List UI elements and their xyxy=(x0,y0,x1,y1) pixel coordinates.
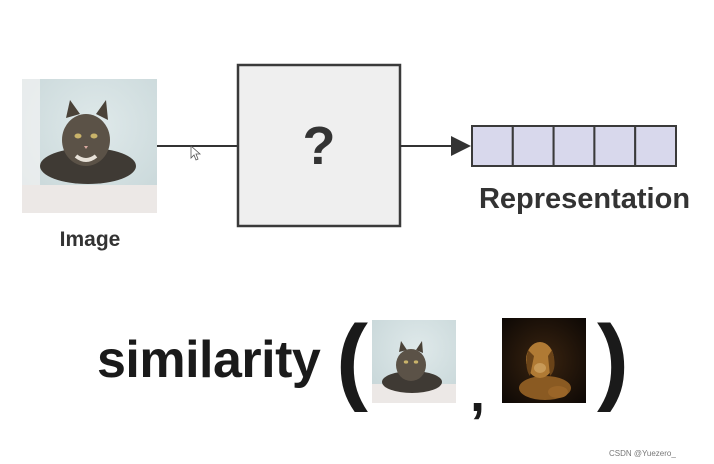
vector-cell-5 xyxy=(634,125,678,167)
mouse-cursor-icon xyxy=(190,145,202,161)
close-paren: ) xyxy=(597,306,629,413)
open-paren: ( xyxy=(336,306,368,413)
similarity-function-name: similarity xyxy=(97,331,321,389)
cat-image xyxy=(22,79,157,213)
model-unknown-symbol: ? xyxy=(302,115,336,176)
watermark: CSDN @Yuezero_ xyxy=(609,449,676,458)
vector-cell-4 xyxy=(593,125,637,167)
representation-label: Representation xyxy=(478,183,691,215)
image-label: Image xyxy=(59,228,121,251)
cat-thumbnail xyxy=(372,320,456,403)
vector-cell-2 xyxy=(511,125,555,167)
vector-cell-1 xyxy=(471,125,514,167)
model-box xyxy=(236,63,402,228)
representation-vector xyxy=(471,125,678,167)
vector-cell-3 xyxy=(552,125,596,167)
dog-thumbnail xyxy=(502,318,586,403)
argument-separator: , xyxy=(470,363,486,423)
